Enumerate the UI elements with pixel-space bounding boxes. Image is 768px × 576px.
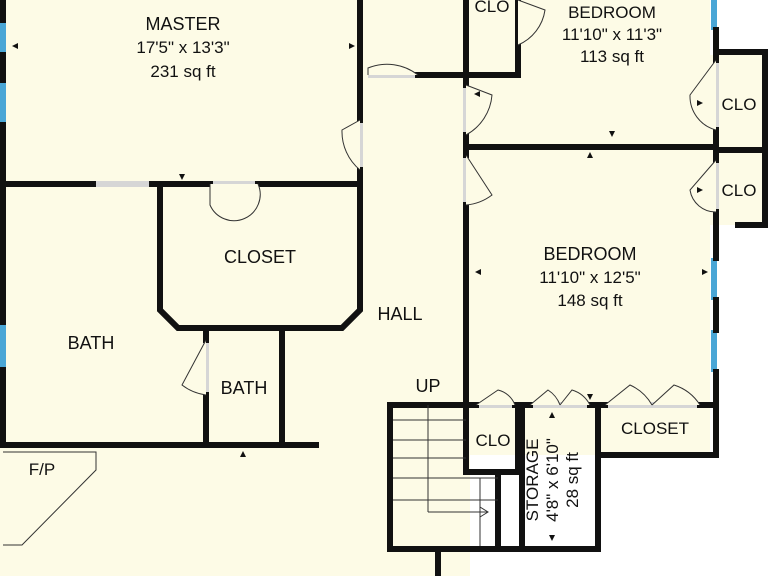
bedroom-top-name: BEDROOM: [568, 3, 656, 22]
door-swing: [367, 63, 419, 76]
storage-name: STORAGE: [523, 439, 542, 522]
door-swing: [465, 84, 493, 136]
stair-treads: [393, 405, 498, 546]
bath-small-name: BATH: [221, 378, 268, 398]
master-name: MASTER: [145, 14, 220, 34]
door-swing: [604, 384, 653, 406]
fireplace-symbol: [3, 451, 97, 546]
master-area: 231 sq ft: [150, 62, 215, 81]
closet-center-name: CLOSET: [224, 247, 296, 267]
clo-top-name: CLO: [475, 0, 510, 16]
windows: [0, 0, 717, 372]
door-swing: [559, 389, 591, 406]
door-swings: [181, 0, 717, 406]
door-swing: [651, 384, 701, 406]
master-dims: 17'5" x 13'3": [136, 38, 229, 57]
clo-right-top-name: CLO: [722, 95, 757, 114]
door-swing: [517, 0, 546, 46]
bedroom-top-dims: 11'10" x 11'3": [562, 25, 662, 44]
stair-arrow-icon: [479, 506, 489, 518]
bedroom-top-area: 113 sq ft: [580, 47, 644, 66]
door-swing: [465, 154, 493, 206]
storage-dims: 4'8" x 6'10": [543, 438, 562, 522]
storage-area: 28 sq ft: [563, 452, 582, 508]
door-swing: [209, 183, 261, 222]
door-swing: [475, 389, 516, 406]
storage-labels: STORAGE 4'8" x 6'10" 28 sq ft: [523, 438, 582, 522]
floor-clo-right: [710, 55, 768, 225]
bedroom-mid-area: 148 sq ft: [557, 291, 622, 310]
fireplace-label: F/P: [29, 460, 55, 479]
bedroom-mid-name: BEDROOM: [543, 244, 636, 264]
stairs-label: UP: [415, 376, 440, 396]
measure-markers: [12, 43, 708, 541]
door-swing: [689, 59, 717, 131]
door-swing: [341, 119, 361, 171]
clo-stair-walls: [463, 402, 521, 475]
room-labels: MASTER 17'5" x 13'3" 231 sq ft BEDROOM 1…: [29, 0, 757, 479]
door-swing: [181, 339, 207, 396]
clo-right-mid-name: CLO: [722, 181, 757, 200]
door-swing: [529, 389, 561, 406]
clo-stair-name: CLO: [476, 431, 511, 450]
bedroom-mid-dims: 11'10" x 12'5": [539, 268, 640, 287]
door-swing: [689, 159, 717, 213]
closet-right-name: CLOSET: [621, 419, 689, 438]
floor-main: [0, 0, 470, 576]
closet-walls: [157, 181, 363, 331]
hall-name: HALL: [377, 304, 422, 324]
bath-left-name: BATH: [68, 333, 115, 353]
